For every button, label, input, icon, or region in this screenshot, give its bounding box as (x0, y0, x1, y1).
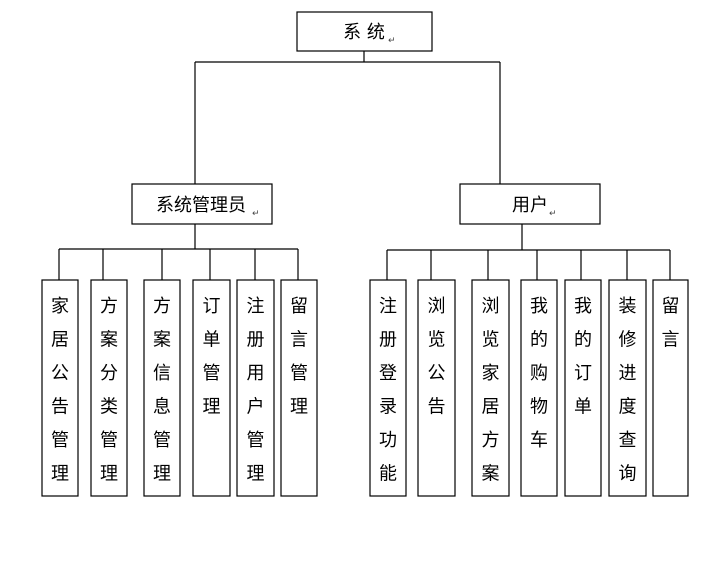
group-node-admin-label: 系统管理员 (156, 195, 246, 216)
leaf-box (192, 279, 231, 497)
leaf-label: 我的订单 (574, 296, 592, 418)
leaf-box (520, 279, 558, 497)
leaf-label: 浏览公告 (428, 296, 446, 418)
user-leaf-node: 我的订单 (564, 279, 602, 497)
user-leaf-node: 浏览公告 (417, 279, 456, 497)
leaf-box (369, 279, 407, 497)
leaf-box (564, 279, 602, 497)
leaf-box (471, 279, 510, 497)
leaf-label: 我的购物车 (530, 296, 548, 451)
root-node: 系 统 ↵ (296, 11, 433, 52)
leaf-label: 家居公告管理 (51, 296, 69, 485)
leaf-label: 注册登录功能 (379, 296, 397, 485)
user-leaf-node: 我的购物车 (520, 279, 558, 497)
user-leaf-node: 留言 (652, 279, 689, 497)
group-node-admin: 系统管理员 ↵ (131, 183, 273, 225)
root-node-label: 系 统 (343, 22, 385, 43)
leaf-label: 装修进度查询 (619, 296, 637, 485)
svg-text:↵: ↵ (252, 209, 260, 219)
leaf-label: 留言管理 (290, 296, 308, 418)
admin-leaf-node: 留言管理 (280, 279, 318, 497)
user-leaf-node: 注册登录功能 (369, 279, 407, 497)
leaf-box (90, 279, 128, 497)
leaf-label: 浏览家居方案 (482, 296, 500, 485)
leaf-nodes: 家居公告管理 方案分类管理 方案信息管理 订单管理 注册用户管理 留言管理 注册登录功能 浏览… (41, 279, 689, 497)
leaf-box (280, 279, 318, 497)
admin-leaf-node: 方案信息管理 (143, 279, 181, 497)
leaf-box (652, 279, 689, 497)
leaf-box (608, 279, 647, 497)
connector-lines (58, 51, 671, 280)
leaf-label: 注册用户管理 (247, 296, 265, 485)
user-leaf-node: 浏览家居方案 (471, 279, 510, 497)
leaf-box (236, 279, 275, 497)
leaf-box (41, 279, 79, 497)
group-node-user: 用户 ↵ (459, 183, 601, 225)
svg-text:↵: ↵ (388, 36, 396, 46)
leaf-label: 留言 (662, 296, 680, 351)
admin-leaf-node: 方案分类管理 (90, 279, 128, 497)
user-leaf-node: 装修进度查询 (608, 279, 647, 497)
group-node-user-label: 用户 (512, 195, 548, 216)
leaf-label: 方案信息管理 (153, 296, 171, 485)
leaf-label: 订单管理 (203, 296, 221, 418)
admin-leaf-node: 家居公告管理 (41, 279, 79, 497)
admin-leaf-node: 订单管理 (192, 279, 231, 497)
svg-text:↵: ↵ (549, 209, 557, 219)
leaf-label: 方案分类管理 (100, 296, 118, 485)
leaf-box (143, 279, 181, 497)
admin-leaf-node: 注册用户管理 (236, 279, 275, 497)
leaf-box (417, 279, 456, 497)
